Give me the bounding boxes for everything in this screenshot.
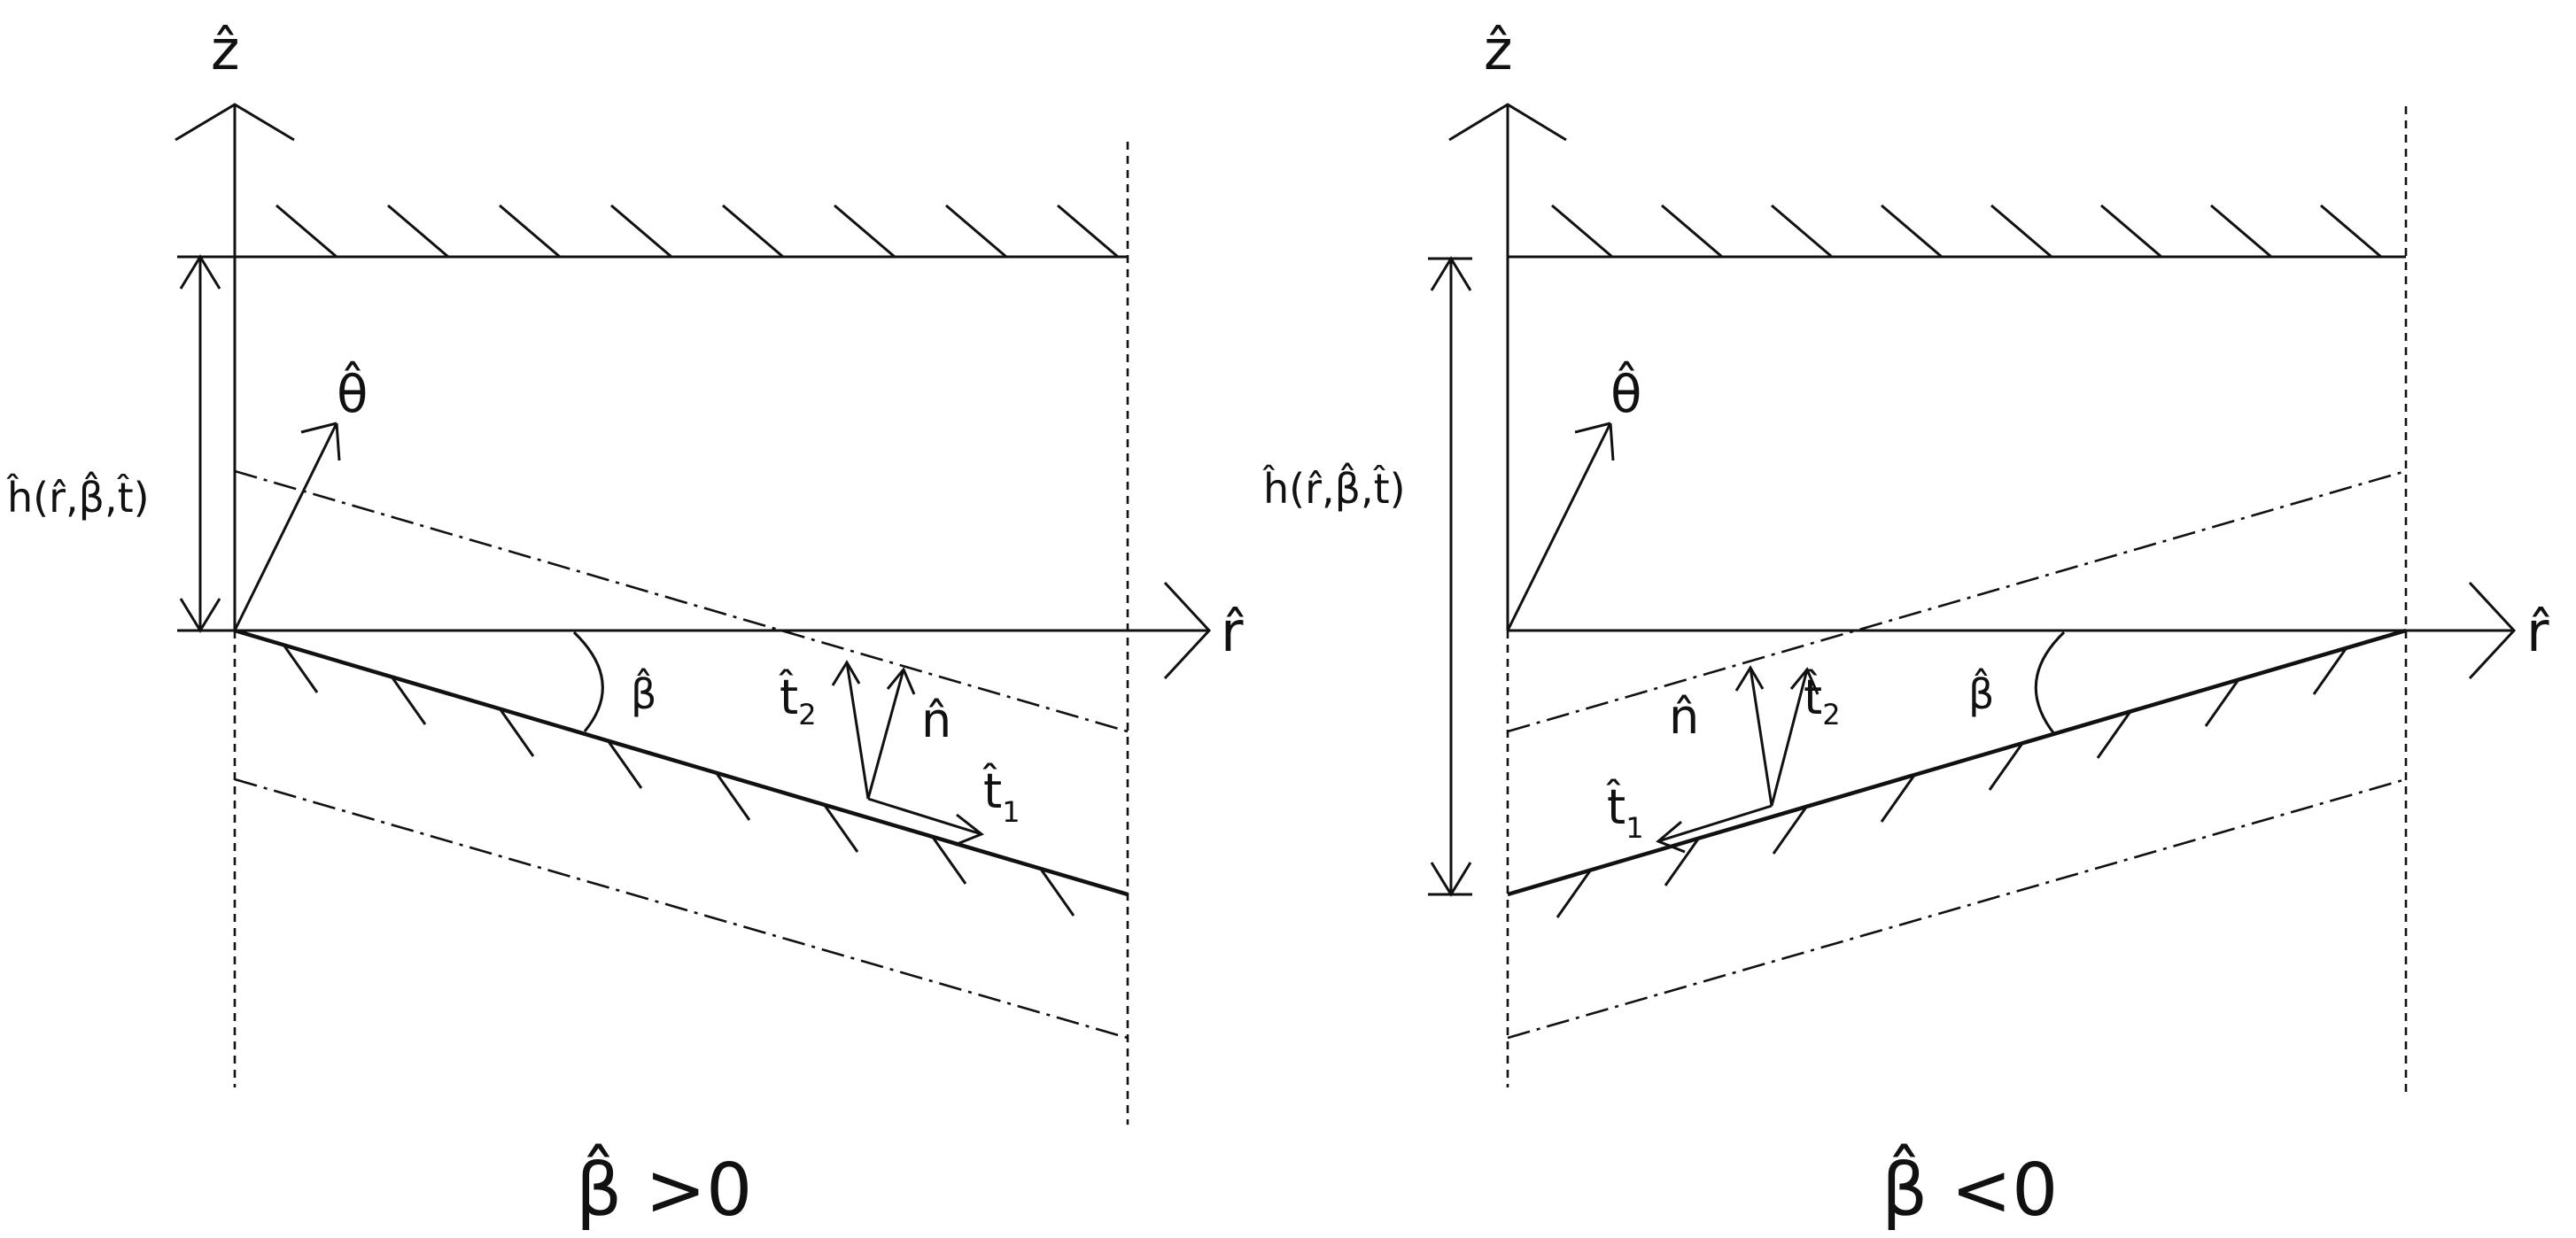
theta-label: θ̂ xyxy=(337,360,369,424)
height-dimension-arrow xyxy=(177,254,235,633)
top-wall xyxy=(235,204,1128,259)
inclined-bottom-wall xyxy=(234,628,1129,917)
dash-dot-line-upper xyxy=(1507,469,2407,733)
panel-positive-beta: ẑ r̂ θ̂ ĥ(r̂,β̂,t̂) β̂ t̂2 n̂ t̂1 β̂ >0 xyxy=(6,18,1245,1233)
r-axis-label: r̂ xyxy=(1221,600,1245,664)
t2-label: t̂2 xyxy=(779,669,817,731)
theta-vector xyxy=(1506,422,1615,631)
t2-label: t̂2 xyxy=(1803,669,1841,731)
angle-arc-beta xyxy=(2034,631,2066,736)
z-axis xyxy=(175,103,295,631)
caption-positive: β̂ >0 xyxy=(576,1143,752,1233)
height-label: ĥ(r̂,β̂,t̂) xyxy=(1262,462,1406,513)
dash-dot-line-lower xyxy=(1507,778,2407,1040)
beta-angle-label: β̂ xyxy=(1968,668,1994,718)
theta-label: θ̂ xyxy=(1610,360,1642,424)
panel-negative-beta: ẑ r̂ θ̂ ĥ(r̂,β̂,t̂) β̂ n̂ t̂2 t̂1 β̂ <0 xyxy=(1262,18,2550,1233)
n-label: n̂ xyxy=(921,693,951,748)
r-axis xyxy=(1508,581,2517,680)
beta-angle-label: β̂ xyxy=(631,668,656,718)
n-label: n̂ xyxy=(1669,689,1699,745)
height-label: ĥ(r̂,β̂,t̂) xyxy=(6,471,150,522)
t1-label: t̂1 xyxy=(1606,779,1644,845)
r-axis xyxy=(235,581,1212,680)
dash-dot-line-lower xyxy=(234,778,1129,1040)
angle-arc-beta xyxy=(572,631,604,732)
theta-vector xyxy=(233,422,341,631)
z-axis-label: ẑ xyxy=(211,18,240,82)
z-axis-label: ẑ xyxy=(1484,18,1513,82)
caption-negative: β̂ <0 xyxy=(1882,1143,2058,1233)
inclined-bottom-wall xyxy=(1507,628,2407,918)
top-wall xyxy=(1508,204,2406,259)
r-axis-label: r̂ xyxy=(2526,600,2550,664)
z-axis xyxy=(1448,103,1567,631)
local-frame-vectors xyxy=(1656,665,1819,854)
dash-dot-line-upper xyxy=(234,469,1129,733)
t1-label: t̂1 xyxy=(982,763,1020,829)
height-dimension-arrow xyxy=(1428,256,1472,897)
local-frame-vectors xyxy=(831,660,984,847)
